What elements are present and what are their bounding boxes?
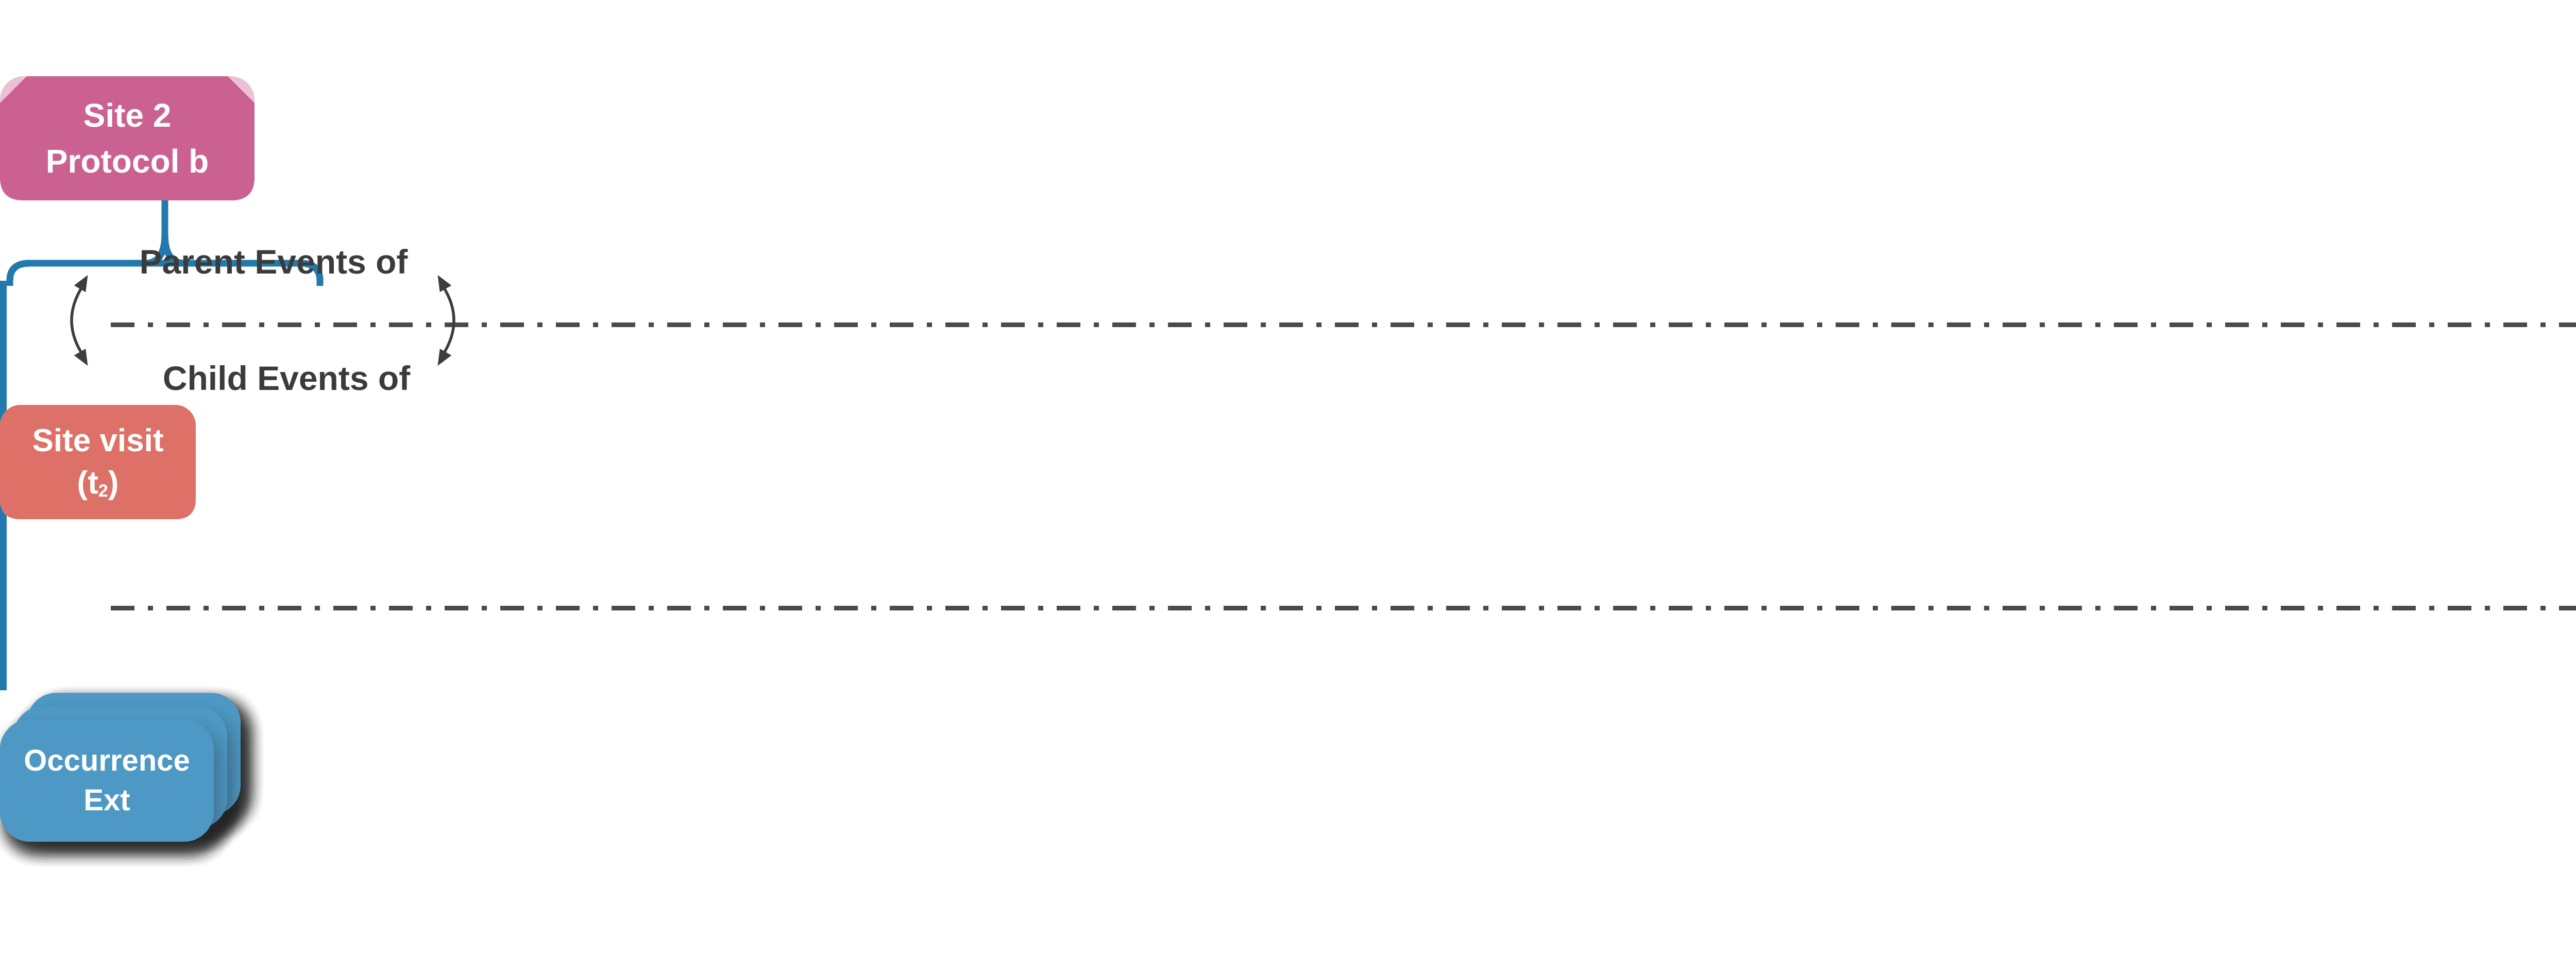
occurrence-card-front: Occurrence Ext: [0, 720, 214, 842]
occurrence-label: Occurrence: [24, 743, 190, 777]
parent-events-label: Parent Events of: [139, 243, 408, 281]
protocol-site-label: Site 2: [83, 97, 172, 134]
connector-bracket: [6, 198, 324, 286]
site-visit-label: Site visit: [32, 423, 164, 459]
parent-child-swap-arrows: [70, 275, 455, 366]
occurrence-stack: Occurrence Ext: [0, 693, 241, 842]
protocol-name-label: Protocol b: [45, 142, 209, 180]
parent-child-divider-upper: [111, 322, 2576, 327]
parent-child-divider-lower: [111, 606, 2576, 610]
swap-arrow-left-icon: [70, 275, 88, 366]
occurrence-ext-label: Ext: [83, 783, 130, 817]
site-visit-box-t2: Site visit (t2): [0, 405, 196, 519]
protocol-box-site2-b: Site 2 Protocol b: [0, 76, 255, 200]
site-visit-time-label: (t2): [77, 465, 119, 501]
child-events-label: Child Events of: [162, 359, 411, 397]
swap-arrow-right-icon: [437, 275, 455, 366]
